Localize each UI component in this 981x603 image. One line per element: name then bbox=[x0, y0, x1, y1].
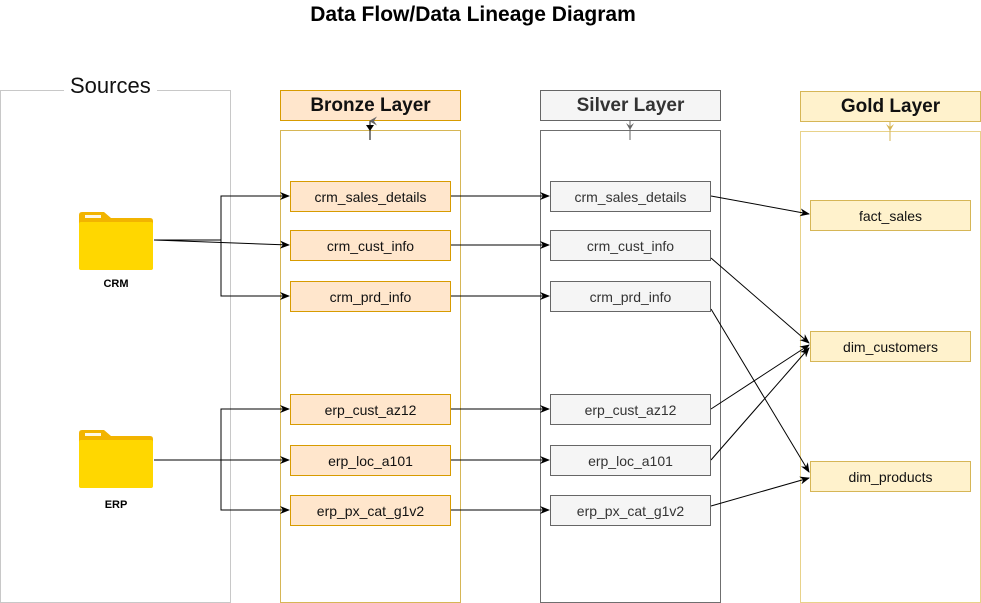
edge-silver-crm-sales-details-to-fact-sales bbox=[710, 195, 810, 217]
edge-erp-to-bronze-erp-px-cat-g1v2 bbox=[220, 460, 290, 514]
erp-folder-icon[interactable] bbox=[78, 429, 154, 489]
bronze-table-erp-cust-az12[interactable]: erp_cust_az12 bbox=[290, 394, 451, 425]
bronze-layer-header: Bronze Layer bbox=[280, 90, 461, 121]
edge-silver-erp-cust-az12-to-dim-customers bbox=[710, 344, 810, 410]
sources-label: Sources bbox=[64, 73, 157, 99]
bronze-table-erp-px-cat-g1v2[interactable]: erp_px_cat_g1v2 bbox=[290, 495, 451, 526]
bronze-header-arrowhead bbox=[366, 125, 374, 131]
bronze-table-erp-loc-a101[interactable]: erp_loc_a101 bbox=[290, 445, 451, 476]
edge-silver-crm-cust-info-to-dim-customers bbox=[710, 257, 810, 344]
silver-table-erp-loc-a101[interactable]: erp_loc_a101 bbox=[550, 445, 711, 476]
crm-folder-icon[interactable] bbox=[78, 211, 154, 271]
diagram-title: Data Flow/Data Lineage Diagram bbox=[310, 3, 636, 26]
edge-silver-erp-loc-a101-to-dim-customers bbox=[710, 347, 810, 461]
silver-table-crm-cust-info[interactable]: crm_cust_info bbox=[550, 230, 711, 261]
edge-crm-to-bronze-crm-sales-details bbox=[154, 192, 290, 241]
crm-source-label: CRM bbox=[103, 278, 129, 290]
gold-table-dim-products[interactable]: dim_products bbox=[810, 461, 971, 492]
bronze-table-crm-prd-info[interactable]: crm_prd_info bbox=[290, 281, 451, 312]
edge-silver-erp-px-cat-g1v2-to-dim-products bbox=[710, 476, 810, 507]
gold-table-dim-customers[interactable]: dim_customers bbox=[810, 331, 971, 362]
bronze-table-crm-cust-info[interactable]: crm_cust_info bbox=[290, 230, 451, 261]
gold-layer-header: Gold Layer bbox=[800, 91, 981, 122]
silver-table-crm-prd-info[interactable]: crm_prd_info bbox=[550, 281, 711, 312]
edge-erp-to-bronze-erp-cust-az12 bbox=[154, 405, 290, 461]
silver-table-crm-sales-details[interactable]: crm_sales_details bbox=[550, 181, 711, 212]
gold-table-fact-sales[interactable]: fact_sales bbox=[810, 200, 971, 231]
erp-source-label: ERP bbox=[104, 499, 128, 511]
edge-crm-to-bronze-crm-prd-info bbox=[220, 240, 290, 300]
edge-silver-crm-prd-info-to-dim-products bbox=[710, 308, 810, 473]
silver-header-arrowhead bbox=[626, 123, 634, 130]
bronze-table-crm-sales-details[interactable]: crm_sales_details bbox=[290, 181, 451, 212]
gold-header-arrowhead bbox=[886, 124, 894, 131]
silver-table-erp-cust-az12[interactable]: erp_cust_az12 bbox=[550, 394, 711, 425]
silver-layer-header: Silver Layer bbox=[540, 90, 721, 121]
silver-table-erp-px-cat-g1v2[interactable]: erp_px_cat_g1v2 bbox=[550, 495, 711, 526]
